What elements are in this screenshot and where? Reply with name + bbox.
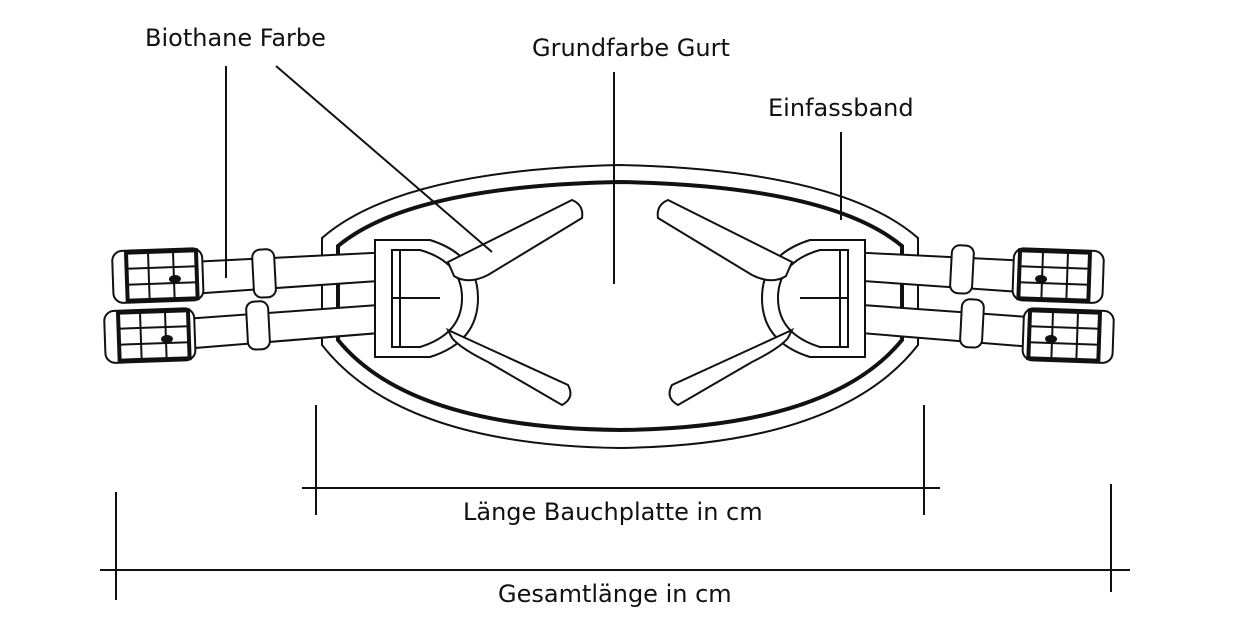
einfassband-line [336, 179, 904, 433]
left-straps [104, 248, 393, 363]
left-upper-arm [446, 198, 584, 282]
label-einfassband: Einfassband [768, 94, 914, 122]
label-gesamtlaenge: Gesamtlänge in cm [498, 580, 732, 608]
right-side [656, 198, 1114, 407]
left-lower-arm [445, 327, 572, 407]
leader-biothane-diagonal [275, 65, 493, 253]
label-laenge-bauchplatte: Länge Bauchplatte in cm [463, 498, 763, 526]
label-biothane-farbe: Biothane Farbe [145, 24, 326, 52]
label-grundfarbe-gurt: Grundfarbe Gurt [532, 34, 730, 62]
